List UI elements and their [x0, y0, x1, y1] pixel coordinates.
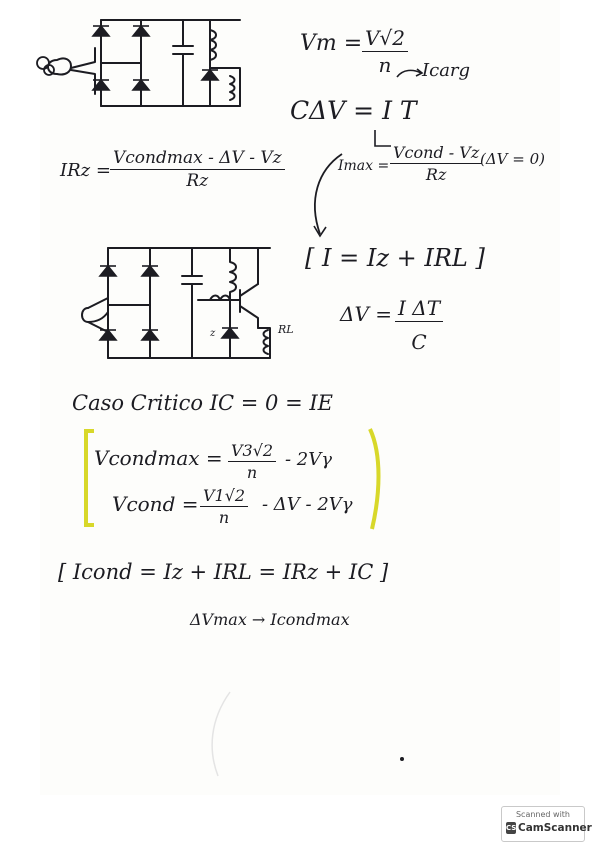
vm-fraction: V√2 n [362, 26, 408, 77]
current-sum-equation: [ I = Iz + IRL ] [305, 244, 485, 272]
imax-fraction: Vcond - Vz Rz [390, 143, 483, 184]
highlight-brackets [84, 428, 381, 530]
dv-fraction: I ΔT C [395, 296, 444, 354]
dv-numerator: I ΔT [395, 296, 444, 322]
imax-hook [374, 130, 391, 147]
irz-numerator: Vcondmax - ΔV - Vz [110, 148, 285, 170]
imax-numerator: Vcond - Vz [390, 143, 483, 164]
vm-numerator: V√2 [362, 26, 408, 52]
stray-mark [211, 691, 231, 777]
stray-dot [400, 757, 404, 761]
camscanner-badge: Scanned with CS CamScanner [501, 806, 592, 842]
caso-critico-heading: Caso Critico IC = 0 = IE [72, 391, 333, 415]
vcondmax-fraction: V3√2 n [228, 441, 277, 482]
irz-denominator: Rz [186, 171, 209, 191]
icond-equation: [ Icond = Iz + IRL = IRz + IC ] [58, 560, 389, 584]
zener-label: z [210, 328, 216, 339]
irz-fraction: Vcondmax - ΔV - Vz Rz [110, 148, 285, 191]
dvmax-note: ΔVmax → Icondmax [190, 610, 350, 629]
vcond-denominator: n [218, 508, 230, 527]
circuit-diagram-2 [81, 247, 271, 359]
vcondmax-denominator: n [246, 463, 258, 482]
dv-denominator: C [411, 330, 427, 354]
vcondmax-rhs: - 2Vγ [285, 449, 333, 470]
irz-lhs: IRz = [60, 160, 111, 181]
curved-arrow [313, 153, 343, 238]
vcondmax-numerator: V3√2 [228, 441, 277, 462]
circuit-diagram-1 [36, 19, 241, 107]
vm-denominator: n [378, 53, 392, 77]
cdv-equation: CΔV = I T [290, 96, 417, 125]
scanned-with-text: Scanned with [515, 810, 571, 819]
icarga-note: Icarg [422, 60, 471, 81]
arrow-to-icarg [396, 68, 424, 78]
imax-lhs: Imax = [338, 158, 390, 174]
scanned-page [40, 0, 560, 795]
imax-condition: (ΔV = 0) [480, 150, 546, 168]
vcond-rhs: - ΔV - 2Vγ [262, 494, 353, 515]
vm-lhs: Vm = [300, 31, 363, 56]
imax-denominator: Rz [425, 165, 447, 184]
vcond-lhs: Vcond = [112, 492, 199, 516]
vcond-numerator: V1√2 [200, 486, 249, 507]
camscanner-logo-icon: CS [506, 822, 517, 834]
rl-label: RL [278, 323, 294, 336]
camscanner-text: CamScanner [518, 822, 592, 834]
vcondmax-lhs: Vcondmax = [94, 446, 223, 470]
vcond-fraction: V1√2 n [200, 486, 249, 527]
dv-lhs: ΔV = [340, 302, 393, 326]
